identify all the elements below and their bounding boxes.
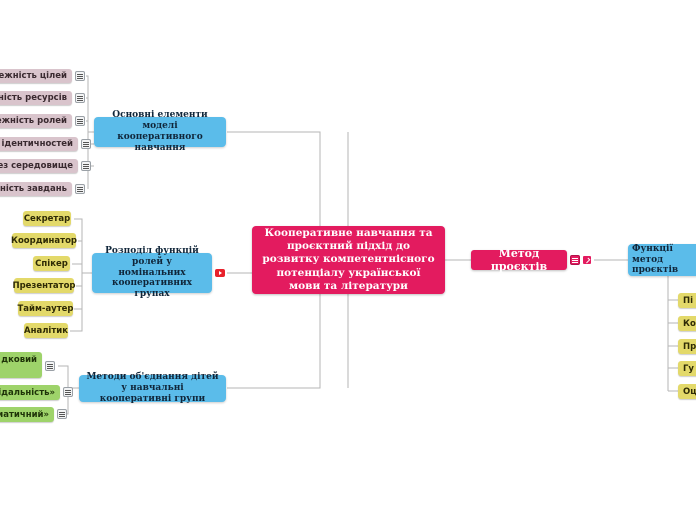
- link-methods: [227, 294, 321, 389]
- leaf-function-2[interactable]: Ко: [678, 316, 696, 331]
- leaf-elements-6[interactable]: лежність завдань: [0, 182, 72, 196]
- notes-icon[interactable]: [75, 71, 85, 81]
- leaf-elements-1[interactable]: алежність цілей: [0, 69, 72, 83]
- leaf-method-3[interactable]: ематичний»: [0, 407, 54, 422]
- notes-icon[interactable]: [75, 184, 85, 194]
- notes-icon[interactable]: [81, 139, 91, 149]
- edit-icon[interactable]: [582, 255, 592, 265]
- leaf-function-3[interactable]: Пр: [678, 339, 696, 354]
- branch-elements[interactable]: Основні елементи моделі кооперативного н…: [94, 110, 226, 153]
- leaf-elements-2[interactable]: лежність ресурсів: [0, 91, 72, 105]
- notes-icon[interactable]: [57, 409, 67, 419]
- leaf-function-4[interactable]: Гу: [678, 361, 696, 376]
- leaf-method-1[interactable]: дковий: [0, 352, 42, 378]
- leaf-role-4[interactable]: Презентатор: [12, 278, 76, 293]
- leaf-role-5[interactable]: Тайм-аутер: [17, 301, 74, 316]
- branch-roles[interactable]: Розподіл функцій ролей у номінальних коо…: [92, 246, 212, 299]
- notes-icon[interactable]: [81, 161, 91, 171]
- branch-methods-label: Методи об'єднання дітей у навчальні кооп…: [86, 372, 219, 404]
- leaf-elements-5[interactable]: через середовище: [0, 159, 78, 173]
- notes-icon[interactable]: [75, 116, 85, 126]
- branch-methods[interactable]: Методи об'єднання дітей у навчальні кооп…: [79, 372, 226, 404]
- project-method-node[interactable]: Метод проєктів: [471, 247, 567, 273]
- branch-functions[interactable]: Функції метод проєктів: [628, 244, 696, 276]
- branch-functions-label: Функції метод проєктів: [632, 243, 679, 276]
- leaf-role-2[interactable]: Координатор: [11, 233, 77, 248]
- central-topic[interactable]: Кооперативне навчання та проєктний підхі…: [252, 226, 445, 294]
- link-elements: [227, 131, 321, 226]
- branch-elements-label: Основні елементи моделі кооперативного н…: [112, 110, 208, 153]
- video-icon[interactable]: [215, 269, 225, 277]
- central-topic-label: Кооперативне навчання та проєктний підхі…: [262, 227, 435, 292]
- leaf-function-5[interactable]: Оц: [678, 384, 696, 399]
- leaf-method-2[interactable]: овідальність»: [0, 385, 60, 400]
- notes-icon[interactable]: [63, 387, 73, 397]
- leaf-function-1[interactable]: Пі: [678, 293, 696, 308]
- leaf-role-1[interactable]: Секретар: [23, 211, 71, 226]
- notes-icon[interactable]: [45, 361, 55, 371]
- notes-icon[interactable]: [75, 93, 85, 103]
- leaf-elements-4[interactable]: сть ідентичностей: [0, 137, 78, 151]
- leaf-role-6[interactable]: Аналітик: [24, 323, 68, 338]
- leaf-elements-3[interactable]: алежність ролей: [0, 114, 72, 128]
- project-method-label: Метод проєктів: [490, 247, 548, 273]
- notes-icon[interactable]: [570, 255, 580, 265]
- branch-roles-label: Розподіл функцій ролей у номінальних коо…: [105, 246, 199, 300]
- leaf-role-3[interactable]: Спікер: [33, 256, 70, 271]
